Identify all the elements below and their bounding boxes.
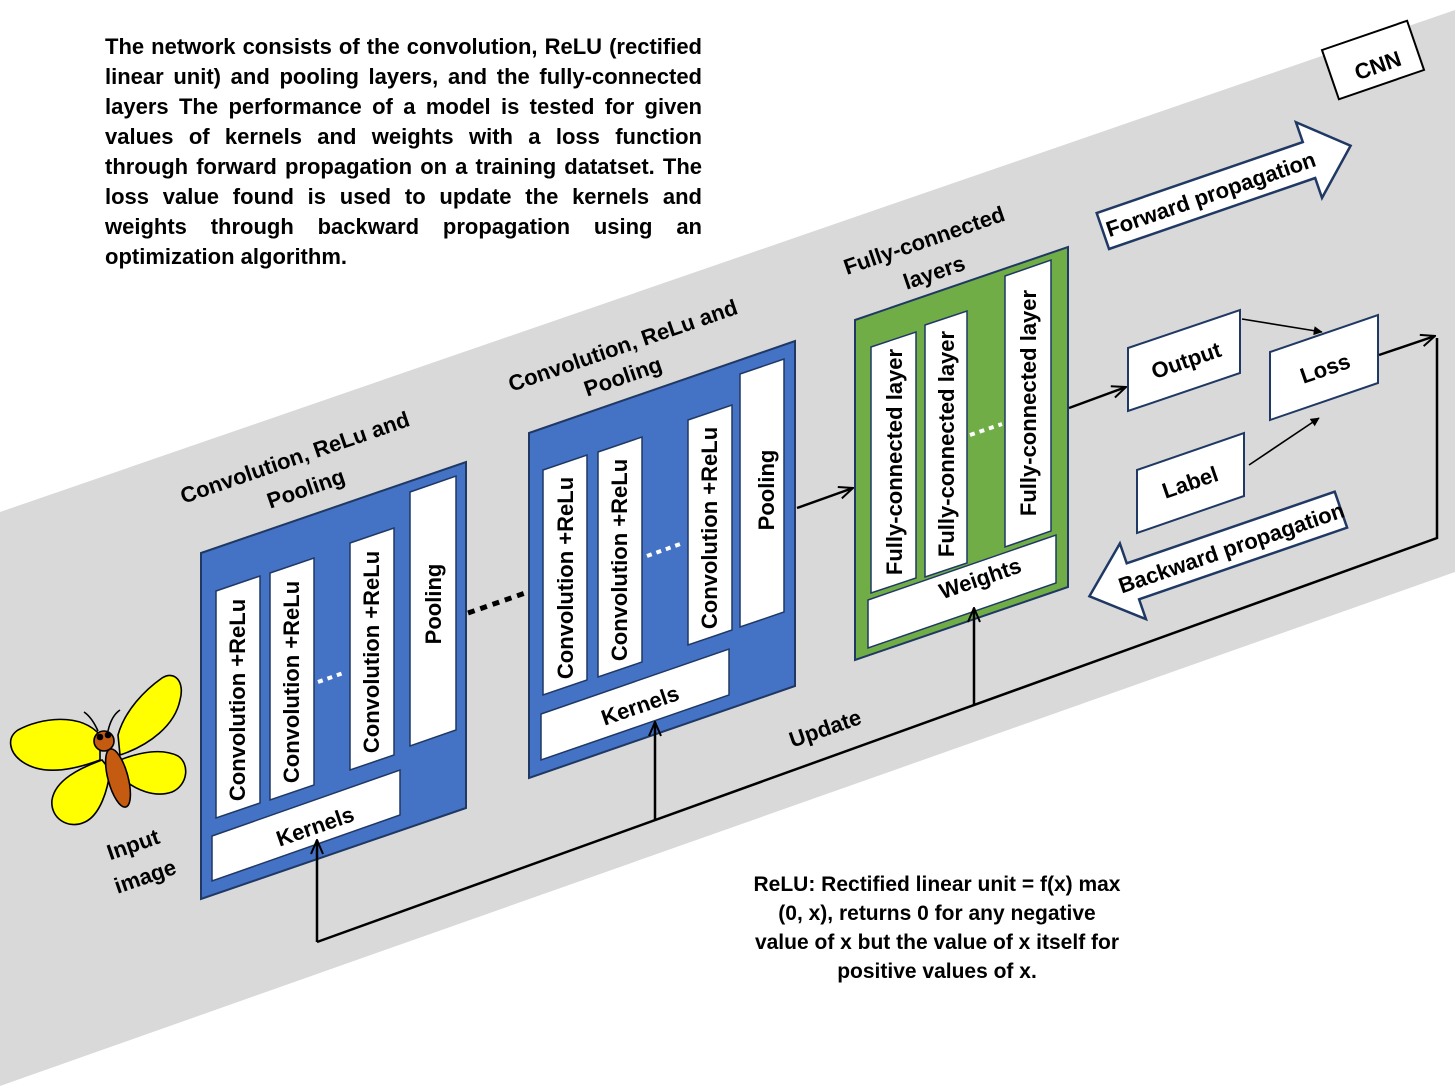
pooling-layer-1	[409, 474, 457, 748]
fc-layer-1	[870, 330, 917, 595]
conv-block-2: Convolution +ReLu Convolution +ReLu Conv…	[528, 339, 796, 780]
fc-block: Fully-connected layer Fully-connected la…	[854, 245, 1069, 662]
arrow-output-to-loss	[1241, 318, 1323, 336]
conv-layer-1a	[215, 574, 261, 820]
arrow-label-to-loss	[1248, 417, 1320, 466]
loss-box: Loss	[1269, 313, 1379, 422]
kernels-box-1	[211, 768, 401, 883]
description-text: The network consists of the convolution,…	[105, 34, 702, 269]
pooling-layer-2	[739, 357, 785, 629]
label-box: Label	[1136, 431, 1245, 535]
block2-ellipsis	[646, 541, 684, 558]
fc-layer-2	[924, 309, 968, 579]
arrow-loss-to-rail	[1378, 336, 1435, 357]
conv-layer-2b	[597, 435, 643, 679]
block1-conv1-label: Convolution +ReLu	[225, 599, 250, 801]
block2-conv3-label: Convolution +ReLu	[697, 427, 722, 629]
fc-layer3-label: Fully-connected layer	[1016, 289, 1041, 516]
fc-layer2-label: Fully-connected layer	[934, 330, 959, 557]
conv-layer-1c	[349, 526, 395, 772]
blocks-ellipsis	[467, 589, 529, 616]
cnn-label-box: CNN	[1320, 19, 1426, 101]
block2-pooling-label: Pooling	[754, 450, 779, 531]
kernels-box-2	[540, 647, 730, 762]
fc-layer-3	[1004, 258, 1052, 549]
butterfly-icon	[9, 674, 187, 826]
conv-block-1: Convolution +ReLu Convolution +ReLu Conv…	[200, 460, 467, 901]
conv-layer-2a	[542, 453, 588, 697]
update-feedback	[316, 338, 1439, 944]
block1-ellipsis	[317, 670, 347, 684]
weights-box	[867, 533, 1057, 650]
block2-conv2-label: Convolution +ReLu	[607, 459, 632, 661]
relu-note: ReLU: Rectified linear unit = f(x) max (…	[753, 873, 1121, 983]
output-box: Output	[1127, 308, 1241, 413]
arrow-block2-to-fc	[796, 488, 853, 510]
conv-layer-1b	[269, 556, 315, 802]
block1-pooling-label: Pooling	[421, 564, 446, 645]
block1-conv3-label: Convolution +ReLu	[359, 551, 384, 753]
block1-conv2-label: Convolution +ReLu	[279, 581, 304, 783]
arrow-fc-to-output	[1068, 387, 1126, 410]
conv-layer-2c	[687, 403, 733, 647]
block2-conv1-label: Convolution +ReLu	[553, 477, 578, 679]
fc-layer1-label: Fully-connected layer	[882, 348, 907, 575]
